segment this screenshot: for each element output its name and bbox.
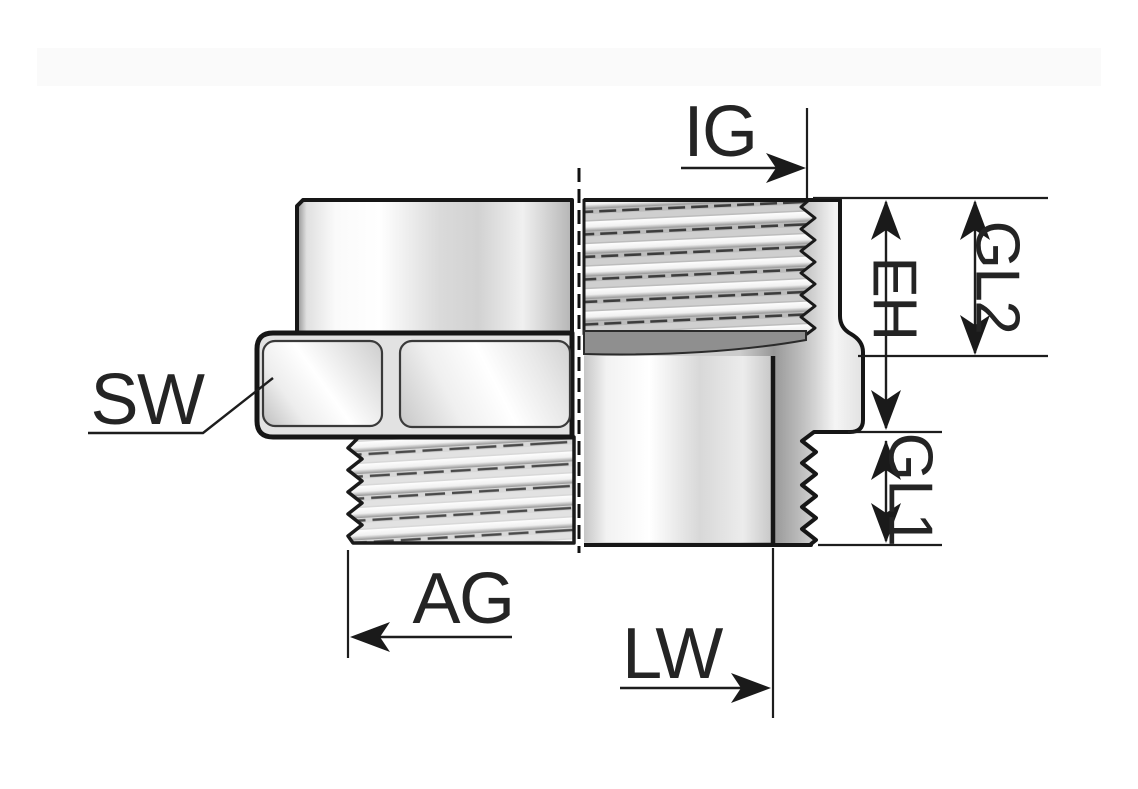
gl1-label: GL1	[876, 433, 945, 546]
internal-thread	[582, 198, 817, 336]
ig-label: IG	[683, 92, 756, 172]
part-exterior-view	[254, 198, 576, 545]
dimension-ag: AG	[346, 550, 515, 658]
eh-label: EH	[860, 256, 929, 339]
dimension-ig: IG	[681, 92, 809, 198]
dimension-gl1: GL1	[871, 433, 945, 546]
thread-root-band	[583, 330, 807, 356]
hex-nut-facet-right	[398, 339, 572, 429]
part-section-view	[582, 198, 865, 547]
gl2-label: GL2	[963, 221, 1032, 334]
section-outline	[584, 198, 865, 547]
external-thread-ag	[346, 435, 576, 545]
ag-label: AG	[412, 559, 513, 639]
upper-cylinder	[295, 198, 574, 335]
background-strip	[37, 48, 1101, 86]
lw-label: LW	[622, 614, 723, 694]
sw-leader-line	[88, 377, 274, 435]
dimension-lw: LW	[620, 548, 775, 718]
dimension-sw: SW	[88, 360, 274, 440]
sw-label: SW	[91, 360, 206, 440]
hex-nut-facet-left	[261, 339, 384, 428]
dimension-eh: EH	[860, 200, 929, 430]
bore-wall	[584, 356, 771, 542]
dimension-gl2: GL2	[960, 200, 1032, 355]
